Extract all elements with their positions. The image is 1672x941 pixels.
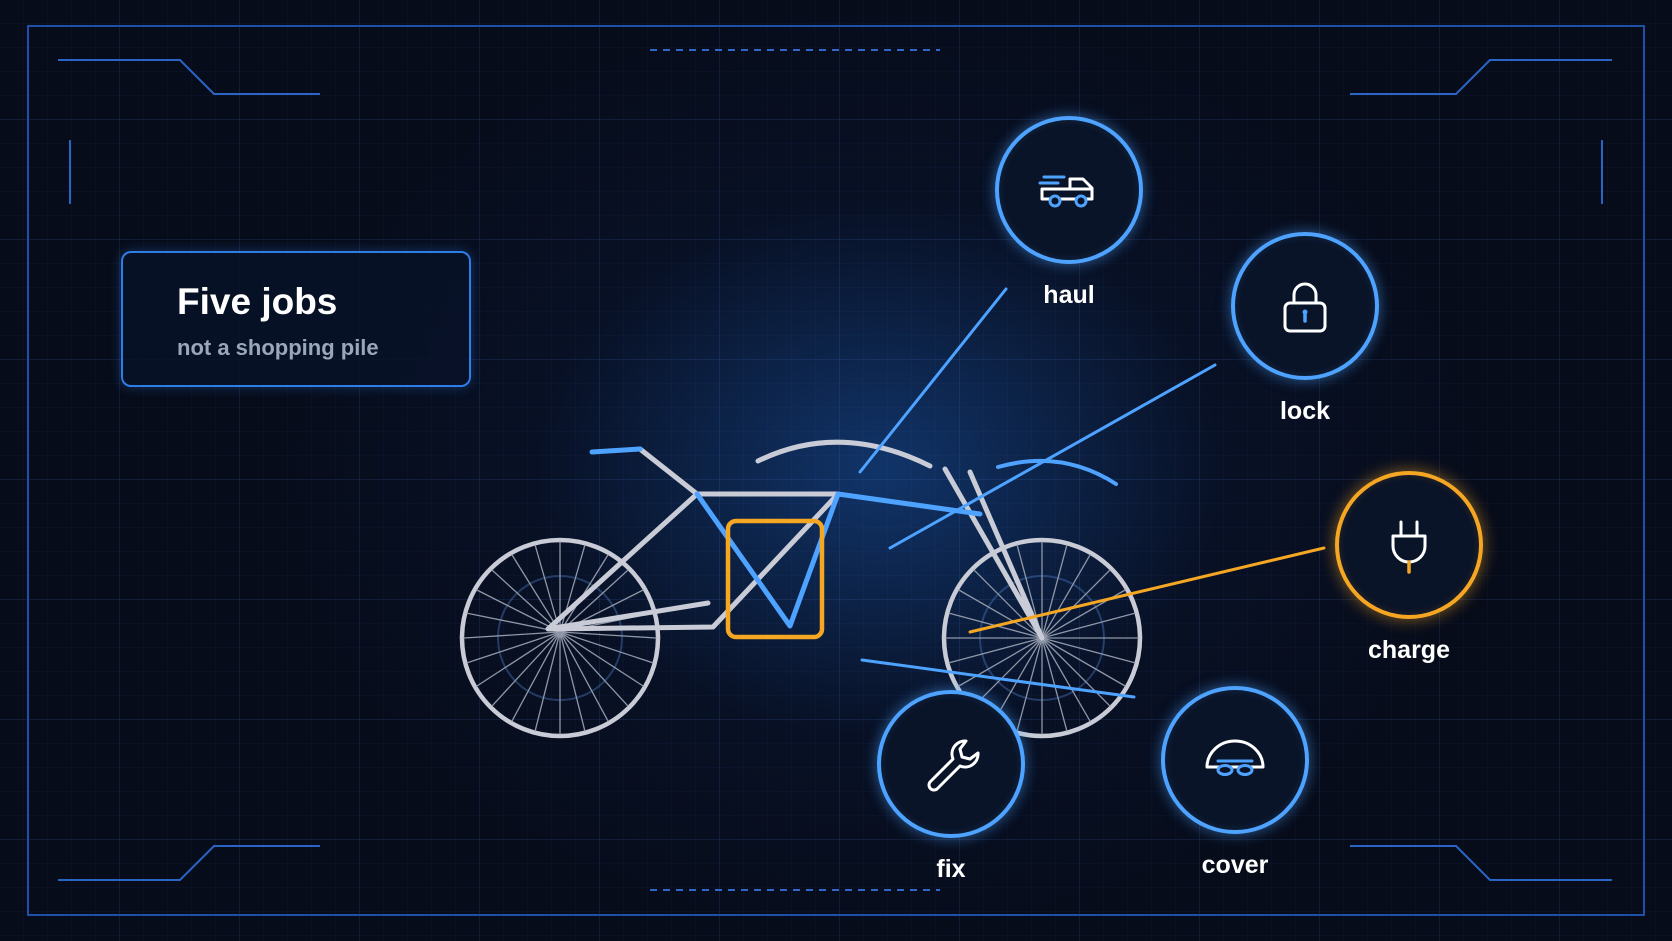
helmet-icon <box>1205 739 1265 776</box>
corner-bracket-top-right <box>1350 59 1612 95</box>
wheel-spoke <box>958 637 1043 687</box>
corner-bracket-top-left <box>58 59 320 95</box>
wheel-spoke <box>491 569 561 633</box>
wheel-spoke <box>491 631 561 707</box>
wheel-spoke <box>534 631 561 732</box>
hud-frame <box>27 25 1645 916</box>
wheel-spoke <box>559 631 609 722</box>
truck-icon <box>1038 175 1094 208</box>
wheel-spoke <box>559 569 629 633</box>
wheel-spoke <box>948 637 1043 664</box>
diagram-title: Five jobs <box>177 281 338 322</box>
wheel-spoke <box>559 631 629 707</box>
handlebar <box>589 446 643 455</box>
wheel-spoke <box>1041 544 1068 639</box>
corner-bracket-bottom-left <box>58 845 320 881</box>
connector-lock <box>888 363 1217 550</box>
job-label-haul: haul <box>1043 281 1095 309</box>
connector-haul <box>858 287 1008 474</box>
wheel-spoke <box>973 569 1043 639</box>
rear-wheel <box>459 537 661 739</box>
bicycle <box>459 439 1143 739</box>
padlock-icon <box>1283 282 1327 333</box>
job-node-charge <box>1335 471 1483 619</box>
job-label-fix: fix <box>936 855 966 883</box>
job-node-lock <box>1231 232 1379 380</box>
wheel-spoke <box>1041 637 1136 664</box>
wheel-spoke <box>559 544 586 633</box>
job-label-charge: charge <box>1368 636 1450 664</box>
connector-fix <box>860 658 1136 699</box>
wheel-spoke <box>1016 637 1043 732</box>
wheel-spoke <box>559 631 586 732</box>
wheel-spoke <box>476 589 561 633</box>
wheel-spoke <box>476 631 561 687</box>
wheel-spoke <box>1041 637 1111 707</box>
wheel-spoke <box>1041 637 1091 722</box>
wheel-spoke <box>958 589 1043 639</box>
cargo-frame-accent <box>694 491 983 629</box>
wrench-icon <box>927 739 980 792</box>
wheel-spoke <box>559 631 654 664</box>
wheel-spoke <box>511 554 561 633</box>
wheel-spoke <box>1041 554 1091 639</box>
rear-fender <box>755 439 933 469</box>
title-card: Five jobs not a shopping pile <box>121 251 471 387</box>
wheel-spoke <box>559 631 657 639</box>
battery-highlight <box>725 518 825 640</box>
wheel-spoke <box>463 631 561 639</box>
wheel-spoke <box>973 637 1043 707</box>
wheel-spoke <box>534 544 561 633</box>
connector-lines <box>858 287 1326 699</box>
job-node-fix <box>877 690 1025 838</box>
wheel-spoke <box>466 631 561 664</box>
connector-charge <box>968 546 1326 634</box>
wheel-spoke <box>559 631 644 687</box>
diagram-subtitle: not a shopping pile <box>177 335 379 360</box>
job-label-cover: cover <box>1201 851 1269 879</box>
wheel-spoke <box>466 612 561 633</box>
job-node-haul <box>995 116 1143 264</box>
wheel-spoke <box>1041 637 1126 687</box>
corner-bracket-bottom-right <box>1350 845 1612 881</box>
job-node-cover <box>1161 686 1309 834</box>
wheel-spoke <box>511 631 561 722</box>
job-label-lock: lock <box>1279 397 1331 425</box>
outer-frame <box>27 25 1645 916</box>
wheel-spoke <box>1041 569 1111 639</box>
wheel-spoke <box>993 637 1043 722</box>
plug-icon <box>1391 520 1427 574</box>
front-fender <box>996 458 1118 486</box>
wheel-spoke <box>1041 612 1136 639</box>
wheel-spoke <box>1041 637 1068 732</box>
